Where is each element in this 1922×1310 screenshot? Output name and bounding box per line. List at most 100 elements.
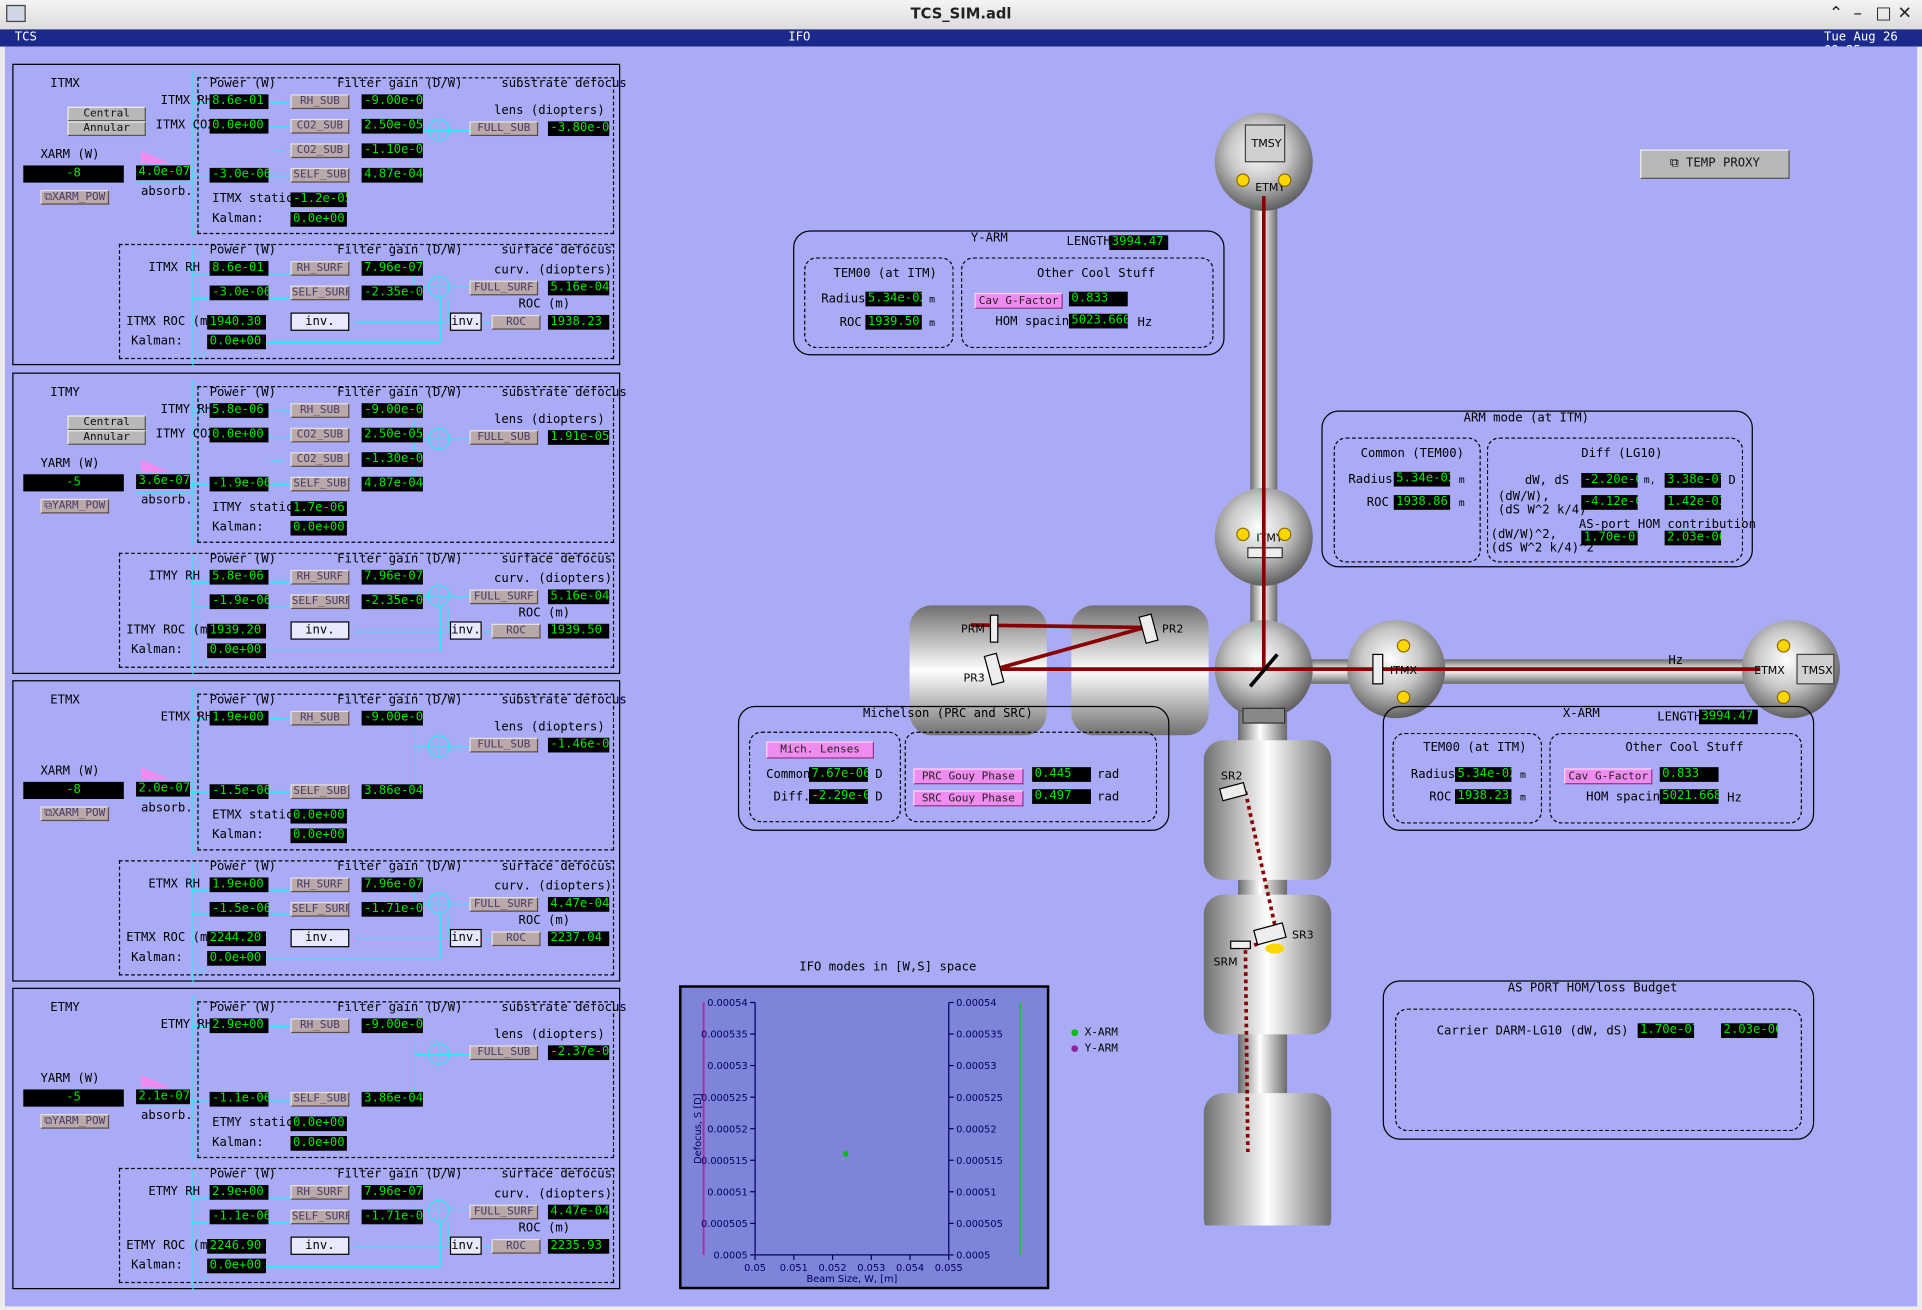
roc-button[interactable]: ROC	[491, 314, 541, 330]
arm-pow-button[interactable]: ⧉YARM_POW	[40, 498, 110, 514]
xarm-roc-unit: m	[1519, 791, 1526, 803]
full-sub-button[interactable]: FULL_SUB	[469, 737, 539, 753]
co2-sub2-button[interactable]: CO2_SUB	[290, 143, 350, 159]
arm-power-label: XARM (W)	[40, 764, 100, 779]
inv2-button[interactable]: inv.	[449, 1236, 482, 1255]
arm-pow-button[interactable]: ⧉YARM_POW	[40, 1113, 110, 1129]
curv-value: 5.16e-04	[547, 280, 610, 296]
self-sub-button[interactable]: SELF_SUB	[290, 784, 350, 800]
maximize-icon[interactable]: □	[1875, 3, 1892, 24]
self-power-value: -1.9e-06	[209, 476, 269, 492]
full-surf-button[interactable]: FULL_SURF	[469, 897, 539, 912]
rh-sub-button[interactable]: RH_SUB	[290, 710, 350, 726]
kalman-label: Kalman:	[212, 1136, 264, 1150]
optic-name: ETMY	[50, 1001, 80, 1015]
surf-gain-header: Filter gain (D/W)	[337, 860, 463, 874]
minimize-icon[interactable]: –	[1853, 3, 1862, 24]
michelson-common-label: Common	[766, 768, 811, 782]
curv-header: curv. (diopters)	[493, 879, 613, 894]
rh-sub-button[interactable]: RH_SUB	[290, 94, 350, 110]
xarm-radius-value: 5.34e-02	[1455, 767, 1512, 782]
self-surf-button[interactable]: SELF_SURF	[290, 901, 350, 917]
src-gouy-button[interactable]: SRC Gouy Phase	[913, 790, 1024, 807]
inv-button[interactable]: inv.	[290, 621, 350, 640]
rh-sub-button[interactable]: RH_SUB	[290, 1018, 350, 1034]
chevron-up-icon[interactable]: ⌃	[1828, 3, 1844, 24]
inv2-button[interactable]: inv.	[449, 928, 482, 948]
rh-sub-button[interactable]: RH_SUB	[290, 403, 350, 418]
inv-button[interactable]: inv.	[290, 1236, 350, 1255]
roc-button[interactable]: ROC	[491, 931, 541, 947]
inv-button[interactable]: inv.	[290, 928, 350, 948]
close-icon[interactable]: ✕	[1897, 3, 1912, 24]
prc-gouy-button[interactable]: PRC Gouy Phase	[913, 768, 1024, 785]
power-header: Power (W)	[209, 386, 277, 400]
arm-power-value: -5	[23, 474, 124, 492]
inv-button[interactable]: inv.	[290, 312, 350, 331]
full-surf-button[interactable]: FULL_SURF	[469, 589, 539, 605]
wire	[413, 718, 415, 792]
self-surf-button[interactable]: SELF_SURF	[290, 594, 350, 610]
rh-surf-button[interactable]: RH_SURF	[290, 877, 350, 893]
armmode-common-title: Common (TEM00)	[1360, 447, 1464, 461]
inv2-button[interactable]: inv.	[449, 621, 482, 640]
xarm-gfactor-button[interactable]: Cav G-Factor	[1564, 768, 1653, 785]
absorb-label: absorb.	[140, 1109, 193, 1123]
co2-sub2-button[interactable]: CO2_SUB	[290, 452, 350, 467]
rh-surf-button[interactable]: RH_SURF	[290, 1185, 350, 1200]
arm-pow-button[interactable]: ⧉XARM_POW	[40, 806, 110, 822]
arm-pow-button[interactable]: ⧉XARM_POW	[40, 189, 110, 205]
rh-surf-button[interactable]: RH_SURF	[290, 261, 350, 276]
wire	[204, 351, 206, 357]
full-sub-button[interactable]: FULL_SUB	[469, 121, 539, 137]
self-sub-button[interactable]: SELF_SUB	[290, 1091, 350, 1107]
surf-rh-power-value: 5.8e-06	[209, 569, 269, 585]
surf-self-power-value: -3.0e-06	[209, 285, 269, 301]
yarm-gfactor-button[interactable]: Cav G-Factor	[974, 292, 1063, 309]
menu-tcs[interactable]: TCS	[14, 30, 37, 45]
full-sub-button[interactable]: FULL_SUB	[469, 430, 539, 445]
central-button[interactable]: Central	[67, 415, 146, 431]
armmode-radius-value: 5.34e-02	[1393, 471, 1451, 487]
co2-sub-button[interactable]: CO2_SUB	[290, 427, 350, 443]
armmode-dw-value: -2.20e-06	[1581, 473, 1638, 488]
sr3-optic	[1253, 922, 1287, 946]
full-surf-button[interactable]: FULL_SURF	[469, 280, 539, 296]
roc-button[interactable]: ROC	[491, 1238, 541, 1254]
temp-proxy-button[interactable]: ⧉ TEMP PROXY	[1640, 149, 1790, 179]
armmode-radius-unit: m	[1458, 474, 1465, 486]
absorb-indicator-icon	[140, 150, 171, 163]
self-sub-button[interactable]: SELF_SUB	[290, 167, 350, 183]
y-tick-label-right: 0.00052	[956, 1124, 997, 1135]
gain-rh-sub-value: -9.00e-06	[361, 94, 423, 110]
self-sub-button[interactable]: SELF_SUB	[290, 476, 350, 492]
inv2-button[interactable]: inv.	[449, 312, 482, 331]
annular-button[interactable]: Annular	[67, 430, 146, 445]
annular-button[interactable]: Annular	[67, 121, 146, 137]
wire	[449, 129, 470, 132]
surface-box	[118, 552, 615, 668]
pr3-optic	[983, 652, 1005, 686]
full-sub-button[interactable]: FULL_SUB	[469, 1045, 539, 1061]
surf-power-header: Power (W)	[209, 1167, 277, 1182]
wire	[264, 484, 282, 486]
central-button[interactable]: Central	[67, 106, 146, 122]
itmx-optic	[1372, 653, 1384, 685]
self-surf-button[interactable]: SELF_SURF	[290, 1209, 350, 1225]
arm-power-label: YARM (W)	[40, 457, 100, 471]
full-surf-button[interactable]: FULL_SURF	[469, 1204, 539, 1220]
mich-lenses-button[interactable]: Mich. Lenses	[766, 741, 874, 759]
asport-inner-box	[1394, 1008, 1802, 1132]
roc-button[interactable]: ROC	[491, 623, 541, 639]
self-surf-button[interactable]: SELF_SURF	[290, 285, 350, 301]
kalman-label: Kalman:	[212, 212, 264, 226]
rh-surf-button[interactable]: RH_SURF	[290, 569, 350, 585]
curv-header: curv. (diopters)	[493, 1187, 613, 1201]
kalman-value: 0.0e+00	[290, 828, 347, 844]
menu-ifo[interactable]: IFO	[788, 30, 811, 45]
wire	[449, 438, 470, 440]
lens-value: -2.37e-05	[547, 1045, 610, 1061]
co2-sub-button[interactable]: CO2_SUB	[290, 118, 350, 134]
xarm-radius-label: Radius	[1410, 768, 1456, 782]
